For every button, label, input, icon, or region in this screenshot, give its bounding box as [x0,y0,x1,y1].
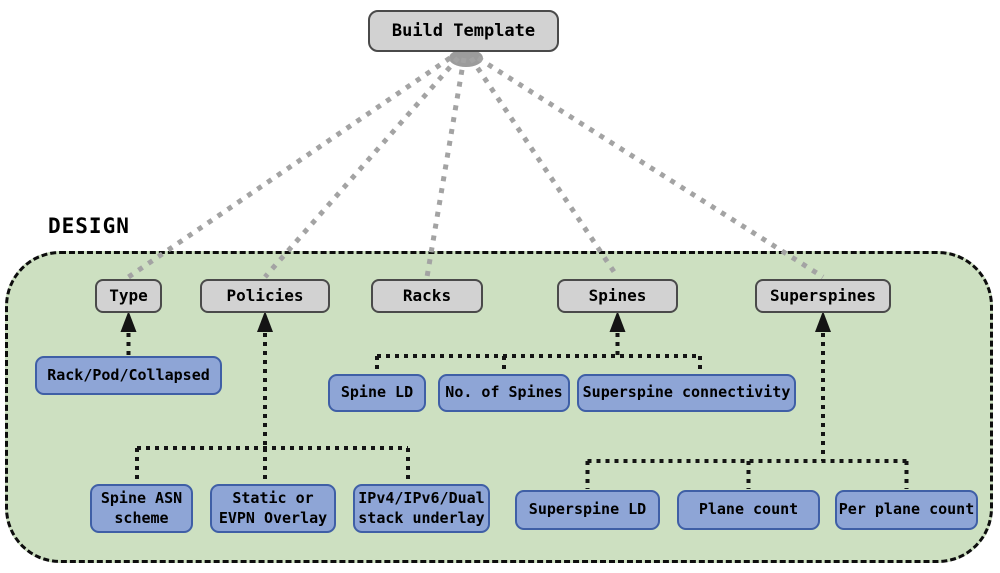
design-group-label: DESIGN [48,214,130,238]
node-spines: Spines [557,279,678,313]
node-static-or-evpn-overlay: Static or EVPN Overlay [210,484,336,533]
node-no-of-spines: No. of Spines [438,374,570,412]
node-superspine-connectivity: Superspine connectivity [577,374,796,412]
node-rack-pod-collapsed: Rack/Pod/Collapsed [35,356,222,395]
node-policies: Policies [200,279,330,313]
arrowhead-superspines [815,311,831,332]
arrowhead-type [120,311,137,332]
node-type: Type [95,279,162,313]
node-racks: Racks [371,279,483,313]
node-spine-asn-scheme: Spine ASN scheme [90,484,193,533]
arrowhead-spines [609,311,626,332]
edge-root-type [127,55,452,280]
root-shadow-blob [449,49,483,67]
edge-root-racks [424,57,467,278]
node-spine-ld: Spine LD [328,374,426,412]
node-superspine-ld: Superspine LD [515,490,660,530]
node-per-plane-count: Per plane count [835,490,978,530]
arrowhead-policies [257,311,273,332]
edge-root-superspines [476,55,825,280]
edge-root-policies [263,56,460,279]
node-build-template: Build Template [368,10,559,52]
edge-root-spines [468,56,620,279]
node-superspines: Superspines [755,279,891,313]
node-ipv4-ipv6-dual-underlay: IPv4/IPv6/Dual stack underlay [353,484,490,533]
node-plane-count: Plane count [677,490,820,530]
